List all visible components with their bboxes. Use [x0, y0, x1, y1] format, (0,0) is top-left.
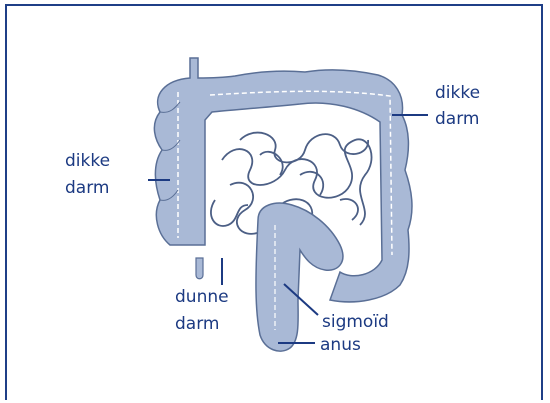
label-dikke-darm-left-line2: darm	[65, 178, 109, 198]
label-dunne-darm-line2: darm	[175, 314, 219, 334]
label-dunne-darm-line1: dunne	[175, 287, 229, 307]
appendix	[196, 258, 203, 279]
label-dikke-darm-right-line2: darm	[435, 109, 479, 129]
label-anus: anus	[320, 335, 361, 355]
label-dikke-darm-right-line1: dikke	[435, 83, 480, 103]
label-sigmoid: sigmoïd	[322, 312, 389, 332]
label-dikke-darm-left-line1: dikke	[65, 151, 110, 171]
